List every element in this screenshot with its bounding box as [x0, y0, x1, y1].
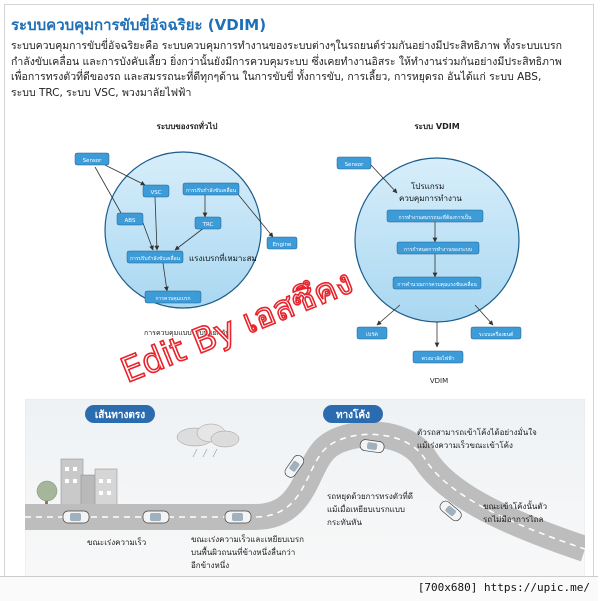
caption-accel: ขณะเร่งความเร็ว: [87, 537, 146, 547]
right-out-engine-label: ระบบเครื่องยนต์: [479, 331, 514, 338]
caption-slippery-3: อีกข้างหนึ่ง: [191, 559, 229, 570]
left-trc-box: [194, 216, 222, 230]
page-title: ระบบควบคุมการขับขี่อัจฉริยะ (VDIM): [11, 16, 267, 34]
right-out-brake-label: เบรค: [366, 332, 378, 338]
left-diagram-heading: ระบบของรถทั่วไป: [157, 120, 218, 131]
arrow: [370, 164, 398, 194]
left-diagram-caption: การควบคุมแบบระบบแยกกัน: [144, 329, 230, 337]
left-engine-box: [266, 236, 298, 250]
caption-stop-3: กระทันหัน: [327, 518, 362, 527]
car-icon: [224, 510, 252, 524]
arrow: [162, 262, 169, 292]
image-host-link[interactable]: [700x680] https://upic.me/: [417, 581, 590, 594]
arrow: [142, 222, 154, 251]
left-steering-box: [182, 182, 240, 196]
car-icon: [359, 439, 385, 453]
caption-slippery-1: ขณะเร่งความเร็วและเหยียบเบรก: [191, 534, 304, 544]
right-out-steering-label: พวงมาลัยไฟฟ้า: [421, 355, 454, 362]
paragraph-line: ระบบ TRC, ระบบ VSC, พวงมาลัยไฟฟ้า: [11, 86, 192, 99]
diagrams-area: ระบบของรถทั่วไป Sensor VSC การปรับกำลังข…: [74, 120, 522, 392]
paragraph-line: กำลังขับเคลื่อน และการบังคับเลี้ยว ยิ่งก…: [11, 55, 562, 68]
rain-icon: [192, 448, 218, 458]
caption-exit-curve-1: ขณะเข้าโค้งนั้นตัว: [483, 500, 547, 511]
curve-road-text: ทางโค้ง: [336, 408, 370, 421]
right-diagram-heading: ระบบ VDIM: [414, 122, 459, 131]
image-host-footer: [700x680] https://upic.me/: [0, 576, 598, 601]
car-icon: [439, 500, 462, 522]
road: [25, 421, 585, 562]
caption-exit-curve-2: รถไม่มีอาการไถล: [483, 515, 544, 524]
right-sensor-box: [336, 156, 372, 170]
left-vsc-box: [142, 184, 170, 198]
arrow: [154, 196, 160, 251]
right-bar-2: [396, 241, 480, 255]
arrow: [236, 192, 274, 238]
left-brake-box: [144, 290, 202, 304]
straight-road-label: เส้นทางตรง: [85, 405, 155, 423]
right-bar-1-label: การทำงานสมรรถนะที่ต้องการเป็น: [399, 213, 473, 221]
right-program-label-2: ควบคุมการทำงาน: [399, 194, 462, 203]
arrow: [104, 164, 146, 186]
left-brake-label: การควบคุมเบรก: [155, 296, 190, 302]
left-sensor-box: [74, 152, 110, 166]
caption-stop-2: แม้เมื่อเหยียบเบรกแบบ: [327, 503, 405, 514]
left-system-circle: [104, 151, 262, 309]
caption-enter-curve-2: แม้เร่งความเร็วขณะเข้าโค้ง: [417, 440, 513, 450]
left-trc-label: TRC: [202, 222, 214, 228]
page-frame: ระบบควบคุมการขับขี่อัจฉริยะ (VDIM) ระบบค…: [4, 4, 594, 596]
car-icon: [142, 510, 170, 524]
arrow: [94, 166, 126, 221]
paragraph-line: ระบบควบคุมการขับขี่อัจฉริยะคือ ระบบควบคุ…: [11, 40, 563, 52]
left-brake-force-label: แรงเบรกที่เหมาะสม: [189, 252, 257, 263]
right-sensor-label: Sensor: [345, 162, 365, 168]
road-scene: เส้นทางตรง ทางโค้ง: [25, 399, 585, 579]
right-out-brake-box: [356, 326, 388, 340]
right-out-steering-box: [412, 350, 464, 364]
right-diagram-caption: VDIM: [430, 377, 448, 385]
arrow: [474, 304, 494, 326]
caption-slippery-2: บนพื้นผิวถนนที่ข้างหนึ่งลื่นกว่า: [191, 546, 295, 557]
left-power-label: การปรับกำลังขับเคลื่อน: [130, 255, 181, 262]
straight-road-text: เส้นทางตรง: [95, 409, 145, 421]
arrow: [174, 226, 206, 251]
right-bar-3: [392, 276, 482, 290]
left-vsc-label: VSC: [150, 190, 161, 196]
caption-enter-curve-1: ตัวรถสามารถเข้าโค้งได้อย่างมั่นใจ: [417, 426, 537, 437]
right-bar-3-label: การคำนวณการควบคุมแรงขับเคลื่อน: [397, 281, 477, 288]
right-bar-2-label: การกำหนดการทำงานของระบบ: [404, 247, 472, 253]
paragraph-line: เพื่อการทรงตัวที่ดีของรถ และสมรรถนะที่ดี…: [11, 71, 542, 83]
left-power-box: [126, 250, 184, 264]
right-out-engine-box: [470, 326, 522, 340]
left-steering-label: การปรับกำลังขับเคลื่อน: [186, 187, 237, 194]
description-paragraph: ระบบควบคุมการขับขี่อัจฉริยะคือ ระบบควบคุ…: [11, 39, 591, 101]
cloud-icon: [176, 423, 240, 448]
left-abs-box: [116, 212, 144, 226]
curve-road-label: ทางโค้ง: [323, 405, 383, 423]
car-icon: [62, 510, 90, 524]
caption-stop-1: รถหยุดด้วยการทรงตัวที่ดี: [327, 490, 413, 501]
arrow: [376, 304, 401, 326]
left-sensor-label: Sensor: [83, 158, 103, 164]
right-program-label-1: โปรแกรม: [411, 181, 444, 191]
car-icon: [284, 454, 305, 478]
left-engine-label: Engine: [273, 242, 292, 248]
left-abs-label: ABS: [125, 218, 136, 224]
